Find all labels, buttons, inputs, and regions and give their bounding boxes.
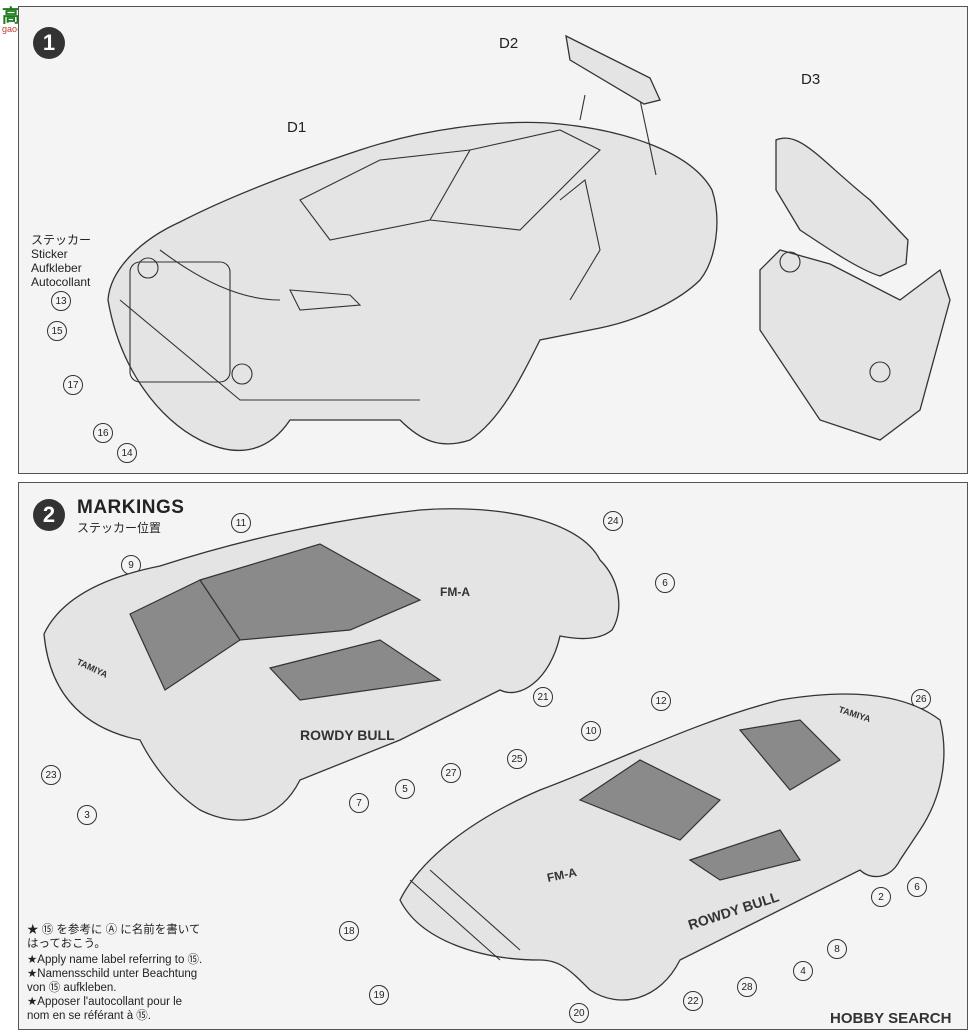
wing-d3-illustration [775,137,909,277]
note-line-2: はっておこう。 [27,938,106,950]
callout-19: 19 [369,985,389,1005]
callout-2: 2 [871,887,891,907]
callout-10: 10 [581,721,601,741]
callout-8: 8 [827,939,847,959]
callout-6a: 6 [655,573,675,593]
callout-3a: 3 [77,805,97,825]
note-line-4: ★Namensschild unter Beachtung [27,968,198,980]
fmr-text-left: FM-A [440,585,470,599]
car-right-markings-illustration: ROWDY BULL FM-A TAMIYA [399,693,945,1001]
callout-13: 13 [51,291,71,311]
callout-6b: 6 [907,877,927,897]
note-line-5: von ⑮ aufkleben. [27,982,117,994]
rowdy-bull-text-left: ROWDY BULL [300,727,395,743]
callout-28: 28 [737,977,757,997]
note-line-3: ★Apply name label referring to ⑮. [27,954,203,966]
callout-21: 21 [533,687,553,707]
wing-d2-illustration [565,34,661,105]
fmr-text-right: FM-A [546,865,579,885]
step2-subtitle: ステッカー位置 [77,521,162,535]
hobby-search-logo: HOBBY SEARCH [830,1010,952,1027]
sticker-label-en: Sticker [31,247,68,261]
sticker-label-de: Aufkleber [31,261,82,275]
callout-11: 11 [231,513,251,533]
callout-18: 18 [339,921,359,941]
callout-25: 25 [507,749,527,769]
note-line-7: nom en se référant à ⑮. [27,1010,152,1022]
note-line-6: ★Apposer l'autocollant pour le [27,996,183,1008]
callout-24: 24 [603,511,623,531]
front-detail-illustration [759,249,951,441]
callout-12: 12 [651,691,671,711]
callout-9: 9 [121,555,141,575]
car-body-d1-illustration [107,94,718,452]
note-line-1: ★ ⑮ を参考に Ⓐ に名前を書いて [27,924,201,936]
callout-16: 16 [93,423,113,443]
sticker-label-fr: Autocollant [31,275,91,289]
label-d1: D1 [287,119,307,136]
callout-15: 15 [47,321,67,341]
sticker-label-ja: ステッカー [31,233,92,247]
callout-20: 20 [569,1003,589,1023]
step2-number: 2 [33,499,65,531]
callout-22: 22 [683,991,703,1011]
car-left-markings-illustration: ROWDY BULL FM-A TAMIYA [43,508,620,821]
step2-title: MARKINGS [77,497,185,518]
step1-number: 1 [33,27,65,59]
label-d3: D3 [801,71,821,88]
callout-14: 14 [117,443,137,463]
callout-23: 23 [41,765,61,785]
callout-27: 27 [441,763,461,783]
callout-5: 5 [395,779,415,799]
label-d2: D2 [499,35,519,52]
callout-7: 7 [349,793,369,813]
callout-4: 4 [793,961,813,981]
callout-17: 17 [63,375,83,395]
